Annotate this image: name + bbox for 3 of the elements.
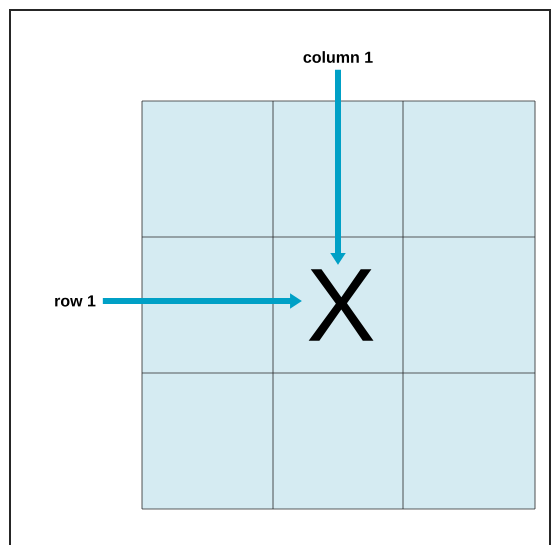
- axis-label: column 1: [304, 51, 373, 63]
- axis-label: row 1: [55, 295, 96, 307]
- cell-letter: X: [308, 269, 374, 341]
